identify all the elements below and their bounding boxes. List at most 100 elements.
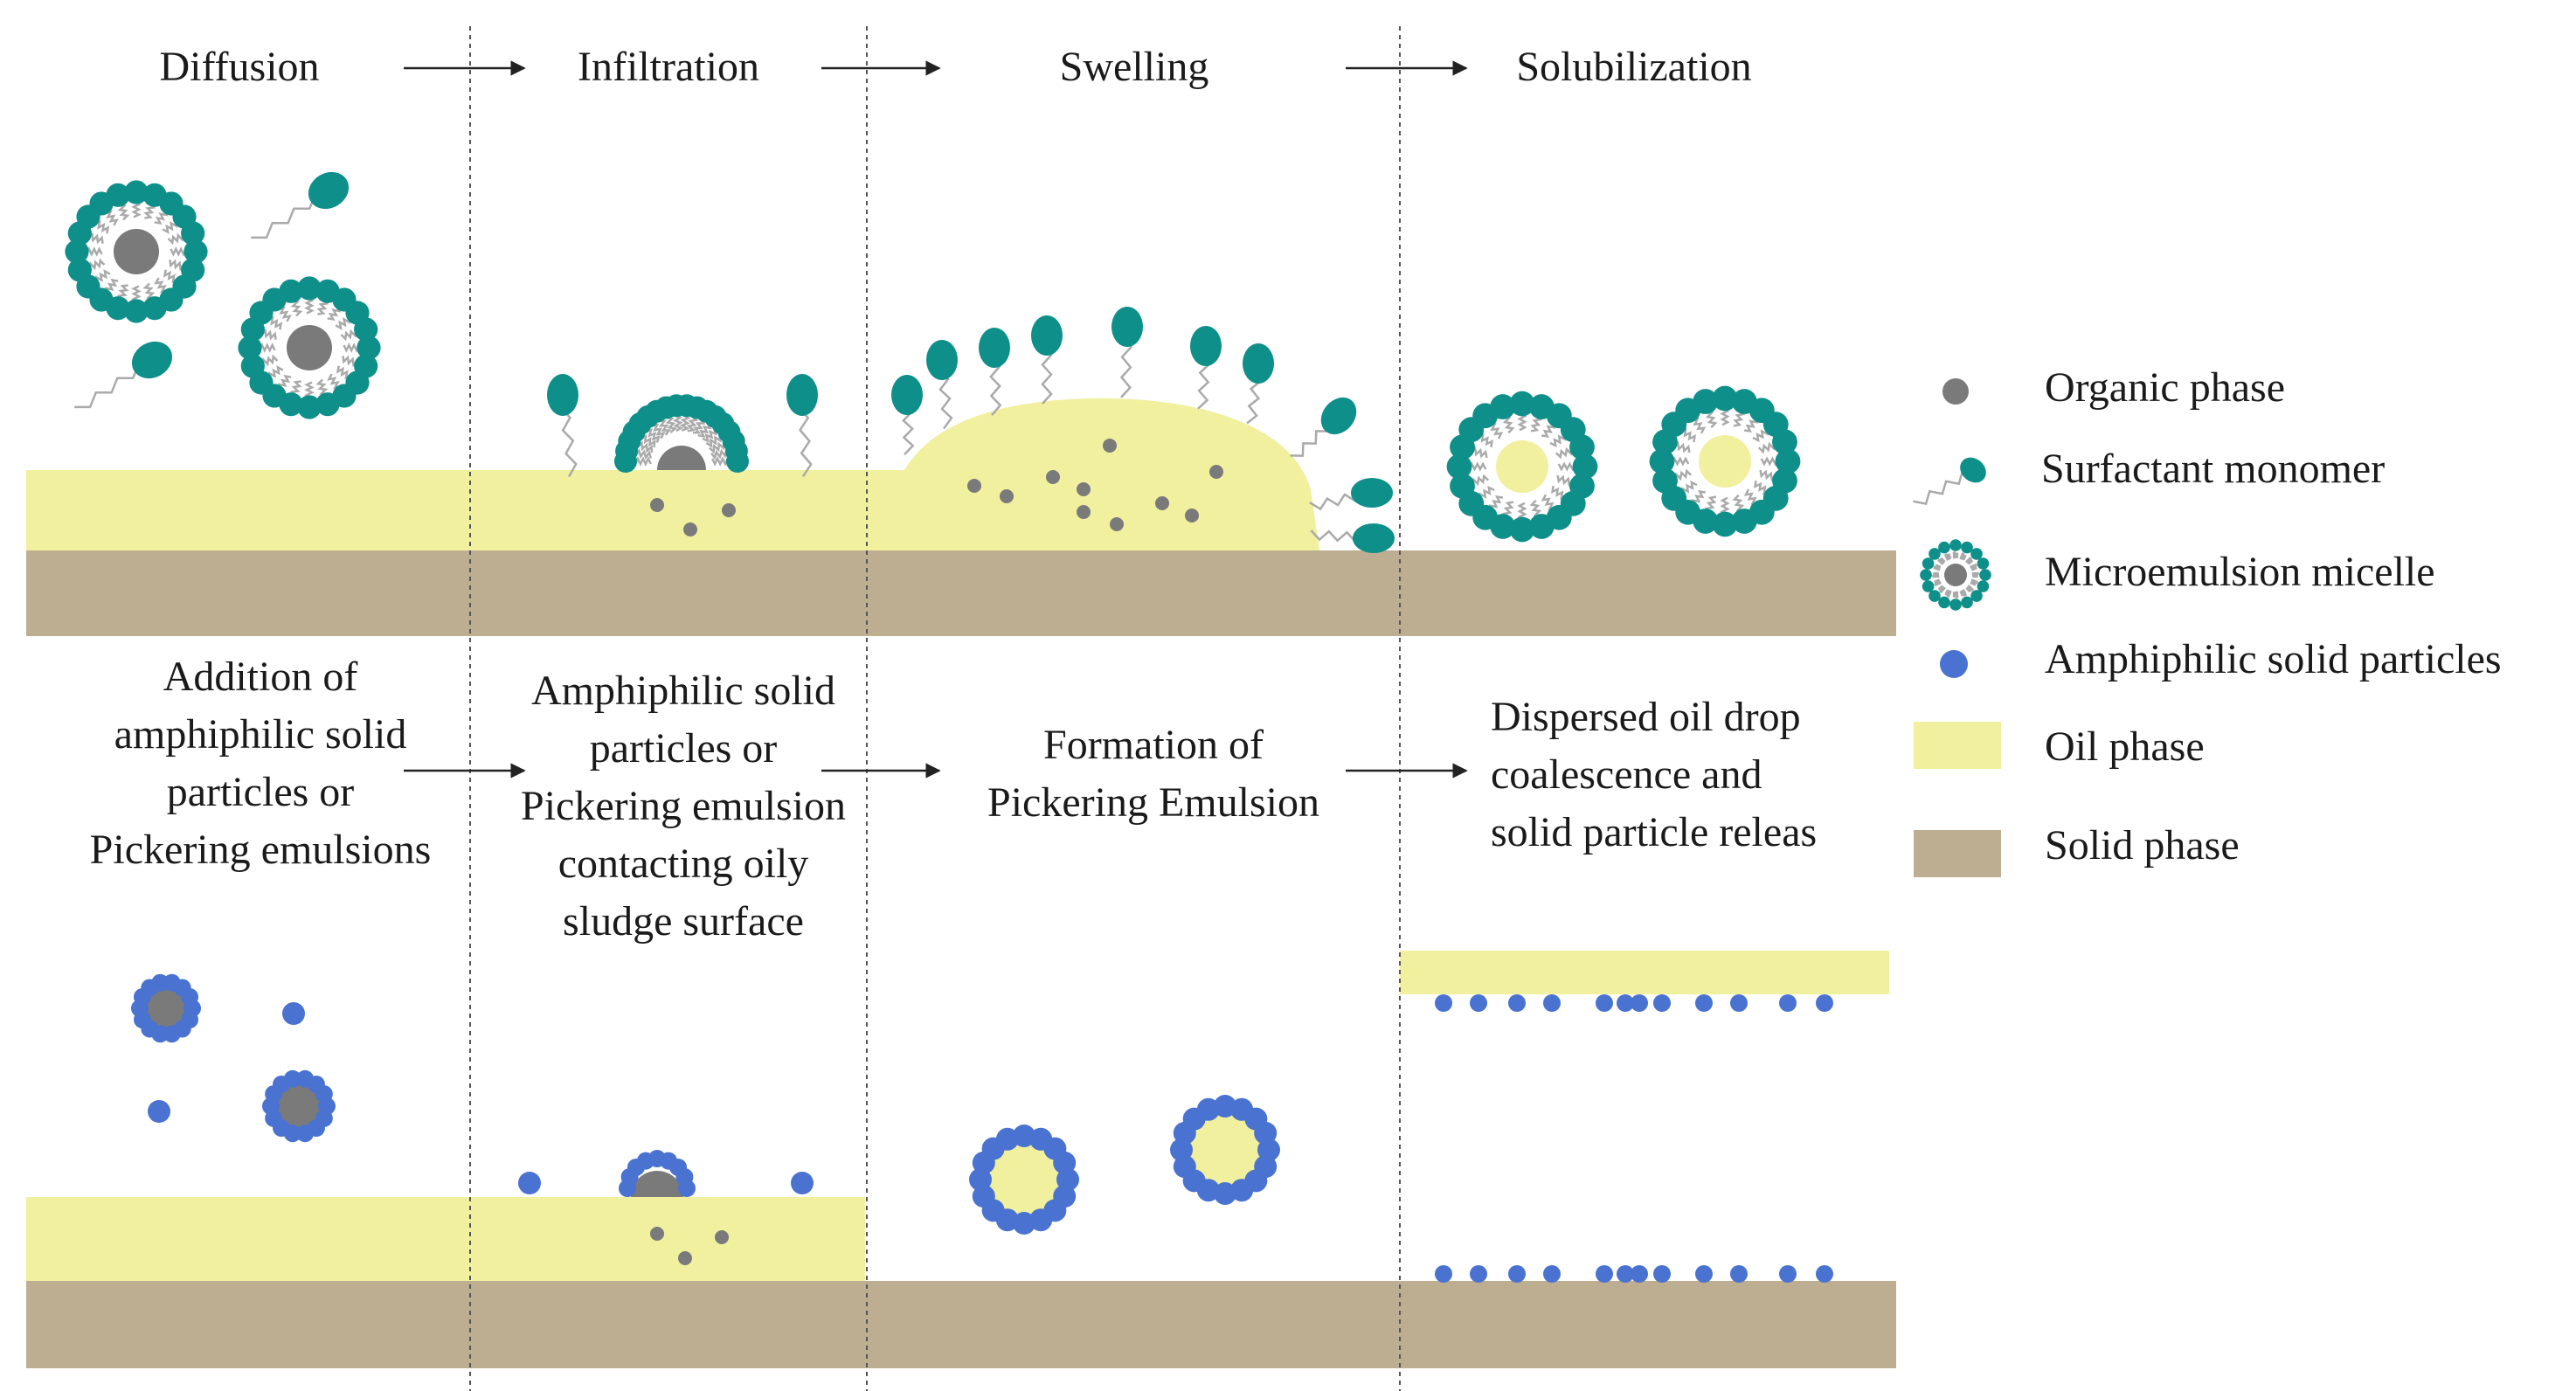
micelle-core [1699,435,1751,488]
organic-droplet [1077,505,1091,519]
organic-droplet [678,1251,692,1265]
micelle-head [67,258,92,282]
released-particle [1435,1265,1452,1283]
surfactant-head [308,171,350,210]
surfactant-monomer [1309,478,1393,511]
microemulsion-micelle-icon [1920,539,1991,611]
released-particle [1631,1265,1648,1283]
micelle-head [1922,580,1935,592]
micelle-head [1938,541,1950,554]
micelle-head [1938,596,1950,609]
micelle-core [114,229,159,274]
step-oil-coalescence-and-release: Dispersed oil drop coalescence and solid… [1491,694,1818,855]
process-arrows [404,60,1468,779]
micelle-head [315,392,340,417]
step-infiltration: Infiltration [578,44,759,90]
surfactant-tail [1965,557,1974,565]
emulsion-core [1188,1113,1262,1187]
micelle-head [1649,448,1675,474]
surfactant-monomer-icon [1913,457,1986,506]
diagram-objects [65,171,1833,1283]
surfactant-head [786,374,818,416]
oil-swollen-micelle [1649,385,1801,537]
micelle-head [238,336,262,360]
amphiphilic-particle-icon [1940,650,1968,678]
surfactant-tail [1944,589,1952,598]
surfactant-tail [1969,563,1977,571]
solid-particle [181,987,199,1006]
micelle-head [354,317,378,342]
step-formation-of-pickering-emulsion: Formation of Pickering Emulsion [987,722,1319,826]
solid-particle [1053,1151,1077,1174]
legend-label-amphiphilic-solid-particles: Amphiphilic solid particles [2045,636,2502,682]
micelle-head [1949,539,1962,551]
micelle-head [1961,541,1973,554]
oil-phase-swatch [1914,722,2001,769]
micelle-head [1922,557,1935,570]
step-diffusion: Diffusion [159,44,320,90]
micelle-head [1693,389,1719,414]
micelle-head [279,279,303,303]
surfactant-tail [1952,550,1959,559]
solid-particle [1254,1121,1278,1145]
emulsion-core [142,984,190,1033]
microemulsion-micelle [65,180,208,323]
organic-droplet [650,1227,664,1241]
surfactant-head [926,340,958,380]
surfactant-head [1960,457,1986,483]
micelle-head [240,354,265,378]
amphiphilic-particle [518,1172,541,1194]
surfactant-head [1243,343,1274,384]
surfactant-tail [1965,585,1974,593]
micelle-head [1569,434,1595,460]
micelle-head [1450,473,1475,499]
surfactant-monomer [926,340,958,430]
released-particle [1695,994,1713,1012]
released-particle [1653,994,1671,1012]
released-particle [1617,994,1634,1012]
micelle-core [1944,564,1967,586]
solid-phase-bottom [26,1281,1896,1368]
surfactant-monomer [1290,397,1357,457]
micelle-head [65,239,89,264]
surfactant-monomer [891,375,923,456]
microemulsion-micelle [238,276,381,419]
stage-dividers [469,26,1401,1391]
surfactant-head [547,374,578,416]
organic-droplet [1000,489,1014,503]
organic-droplet [722,503,736,517]
micelle-head [1490,394,1516,419]
surfactant-tail [1959,588,1968,597]
released-particle [1631,994,1648,1012]
pickering-emulsion [262,1069,336,1143]
solid-phase-swatch [1914,830,2001,877]
surfactant-head [891,375,923,415]
surfactant-tail [1959,552,1967,561]
surfactant-tail [1934,578,1942,587]
legend-label-organic-phase: Organic phase [2045,364,2286,411]
released-particle [1617,1265,1634,1283]
released-particle [1543,1265,1561,1283]
pickering-emulsion-oil [1170,1095,1280,1205]
oil-layer-bottom [26,1197,865,1281]
organic-droplet [1185,509,1199,522]
surfactant-monomer [1111,307,1143,398]
organic-droplet [1077,482,1091,496]
phase-layers [26,398,1896,1368]
amphiphilic-particle [148,1100,170,1123]
micelle-head [1528,514,1555,539]
micelle-head [124,180,149,204]
released-particle [1695,1265,1713,1283]
micelle-head [1929,548,1941,560]
micelle-head [1772,429,1797,455]
micelle-core [657,446,706,470]
surfactant-monomer [251,171,350,239]
surfactant-monomer [786,374,818,478]
released-particle [1508,1265,1526,1283]
released-particle [1543,994,1561,1012]
surfactant-head [1190,326,1222,366]
micelle-head [1712,511,1738,537]
micelle-head [297,395,322,419]
released-particle [1508,994,1526,1012]
micelle-head [184,239,208,264]
